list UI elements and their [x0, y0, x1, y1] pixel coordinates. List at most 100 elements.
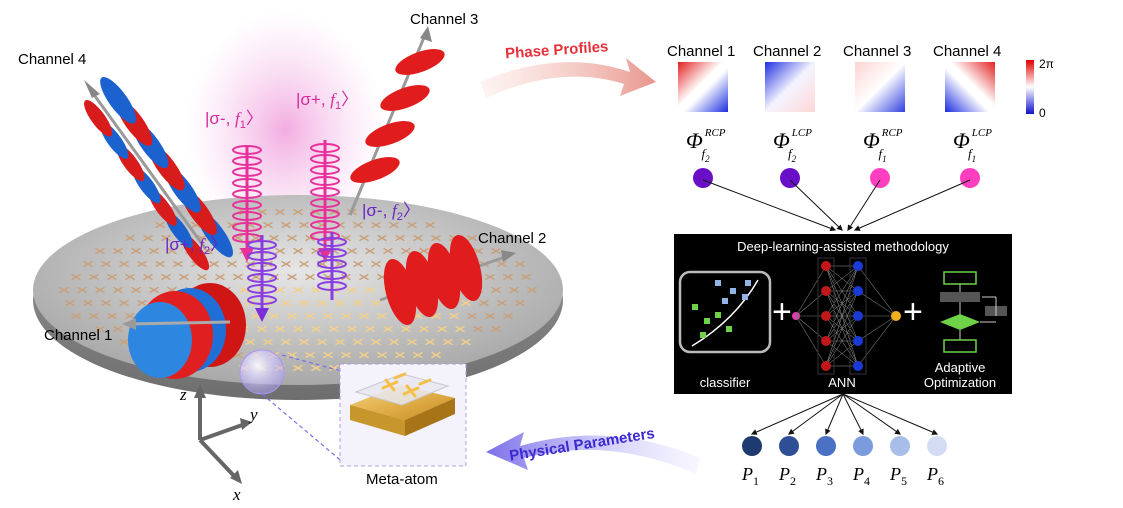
- optimization-label-line1: Adaptive: [935, 360, 986, 375]
- meta-atom-cross: [365, 286, 375, 294]
- meta-atom-cross: [491, 286, 501, 294]
- channel-4-beam: [84, 77, 233, 271]
- helix-coil: [449, 234, 483, 302]
- meta-atom-cross: [227, 260, 237, 268]
- axis-z-label: z: [179, 385, 187, 404]
- meta-atom-cross: [161, 273, 171, 281]
- parameter-label: P1: [741, 464, 759, 488]
- meta-atom-cross: [137, 260, 147, 268]
- meta-atom-cross: [269, 234, 279, 242]
- meta-atom-cross: [275, 247, 285, 255]
- meta-atom-cross: [257, 325, 267, 333]
- meta-atom-cross: [383, 247, 393, 255]
- meta-atom-cross: [281, 260, 291, 268]
- metasurface-scene: Meta-atom z y x Channel 4 Channel 3 Chan…: [18, 10, 563, 504]
- state-sigma-plus-f2: |σ+, f2〉: [165, 235, 227, 257]
- helix-coil: [317, 270, 347, 280]
- optimization-block: Adaptive Optimization: [924, 271, 1007, 390]
- phase-map-channel-4: [945, 62, 995, 112]
- meta-atom-cross: [377, 351, 387, 359]
- phase-map-channel-3: [855, 62, 905, 112]
- parameter-node: [816, 436, 836, 456]
- meta-atom-cross: [503, 312, 513, 320]
- incident-helix-sigma-minus-f2: [317, 232, 347, 300]
- optimization-label-line2: Optimization: [924, 375, 996, 390]
- meta-atom-cross: [95, 247, 105, 255]
- phase-title-channel-1: Channel 1: [667, 43, 735, 60]
- helix-coil: [232, 200, 262, 210]
- meta-atom-cross: [521, 273, 531, 281]
- meta-atom-cross: [167, 247, 177, 255]
- ann-hidden-node: [821, 336, 831, 346]
- helix-coil: [310, 143, 340, 153]
- meta-atom-cross: [371, 338, 381, 346]
- meta-atom-cross: [371, 299, 381, 307]
- meta-atom-cross: [131, 286, 141, 294]
- meta-atom-cross: [287, 234, 297, 242]
- helix-coil: [310, 231, 340, 241]
- phase-node: [870, 168, 890, 188]
- channel-4-label: Channel 4: [18, 51, 86, 68]
- meta-atom-cross: [71, 312, 81, 320]
- meta-atom-cross: [281, 221, 291, 229]
- helix-coil: [310, 165, 340, 175]
- meta-atom-cross: [113, 325, 123, 333]
- meta-atom-cross: [275, 325, 285, 333]
- helix-coil: [310, 176, 340, 186]
- meta-atom-cross: [131, 247, 141, 255]
- meta-atom-cross: [431, 351, 441, 359]
- meta-atom-cross: [377, 234, 387, 242]
- meta-atom-cross: [485, 273, 495, 281]
- meta-atom-cross: [239, 286, 249, 294]
- physical-parameters-label: Physical Parameters: [508, 425, 656, 465]
- meta-atom-cross: [371, 221, 381, 229]
- meta-atom-cross: [227, 221, 237, 229]
- meta-atom-cross: [491, 247, 501, 255]
- meta-atom-cross: [347, 325, 357, 333]
- meta-atom-cross: [359, 273, 369, 281]
- meta-atom-cross: [149, 247, 159, 255]
- meta-atom-cross: [413, 351, 423, 359]
- meta-atom-cross: [173, 260, 183, 268]
- meta-atom-cross: [359, 351, 369, 359]
- meta-atom-cross: [419, 247, 429, 255]
- meta-atom-cross: [401, 325, 411, 333]
- meta-atom-cross: [245, 338, 255, 346]
- meta-atom-cross: [449, 312, 459, 320]
- meta-atom-cross: [437, 325, 447, 333]
- meta-atom-cross: [293, 325, 303, 333]
- meta-atom-cross: [461, 299, 471, 307]
- meta-atom-cross: [119, 260, 129, 268]
- phase-title-channel-2: Channel 2: [753, 43, 821, 60]
- meta-atom-cross: [377, 312, 387, 320]
- phase-nodes: [693, 168, 980, 188]
- meta-atom-cross: [461, 338, 471, 346]
- meta-atom-cross: [341, 273, 351, 281]
- meta-atom-cross: [89, 273, 99, 281]
- meta-atom-cross: [311, 364, 321, 372]
- meta-atom-cross: [71, 273, 81, 281]
- channel-1-label: Channel 1: [44, 327, 112, 344]
- axis-x-label: x: [232, 485, 241, 504]
- meta-atom-cross: [125, 234, 135, 242]
- ann-output-node: [891, 311, 901, 321]
- meta-atom-cross: [95, 286, 105, 294]
- meta-atom-cross: [341, 312, 351, 320]
- meta-atom-cross: [359, 312, 369, 320]
- helix-coil: [310, 220, 340, 230]
- meta-atom-cross: [491, 325, 501, 333]
- meta-atom-cross: [299, 299, 309, 307]
- meta-atom-cross: [83, 260, 93, 268]
- meta-atom-cross: [323, 312, 333, 320]
- helix-coil: [395, 49, 445, 75]
- meta-atom-cross: [419, 325, 429, 333]
- meta-atom-cross: [149, 286, 159, 294]
- axis-y-label: y: [248, 405, 258, 424]
- parameter-node: [890, 436, 910, 456]
- phase-profiles-label: Phase Profiles: [505, 38, 609, 62]
- ann-hidden-node: [821, 286, 831, 296]
- meta-atom-cross: [113, 247, 123, 255]
- channel-3-label: Channel 3: [410, 11, 478, 28]
- meta-atom-cross: [497, 260, 507, 268]
